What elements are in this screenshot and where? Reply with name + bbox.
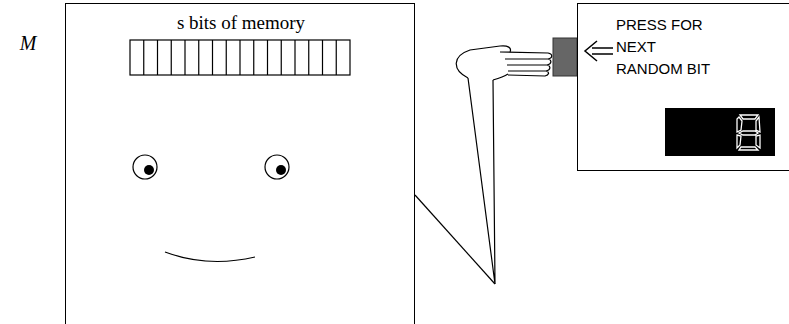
left-eye <box>133 155 157 179</box>
arrow-head <box>585 41 597 61</box>
face <box>133 155 289 261</box>
seven-segment-digit <box>737 115 760 150</box>
button-instruction: PRESS FOR NEXT RANDOM BIT <box>616 14 716 80</box>
left-pupil <box>144 165 154 175</box>
right-eye <box>265 155 289 179</box>
hand <box>456 46 510 80</box>
memory-register <box>130 40 350 75</box>
forearm <box>468 78 495 284</box>
double-arrow <box>585 41 613 61</box>
random-bit-box: PRESS FOR NEXT RANDOM BIT <box>577 3 789 171</box>
register-outline <box>130 40 350 75</box>
smile <box>165 252 255 261</box>
arrow-shaft <box>592 48 613 54</box>
right-pupil <box>276 165 286 175</box>
push-button <box>553 38 577 76</box>
machine-name: M <box>8 32 48 55</box>
register-cells <box>144 40 337 75</box>
memory-label: s bits of memory <box>66 12 416 34</box>
machine-box: Ms bits of memory <box>65 3 415 324</box>
digit-display <box>665 108 775 156</box>
segments <box>737 115 760 150</box>
arm <box>415 46 552 284</box>
upper-arm <box>415 195 495 284</box>
fingers <box>500 52 552 76</box>
